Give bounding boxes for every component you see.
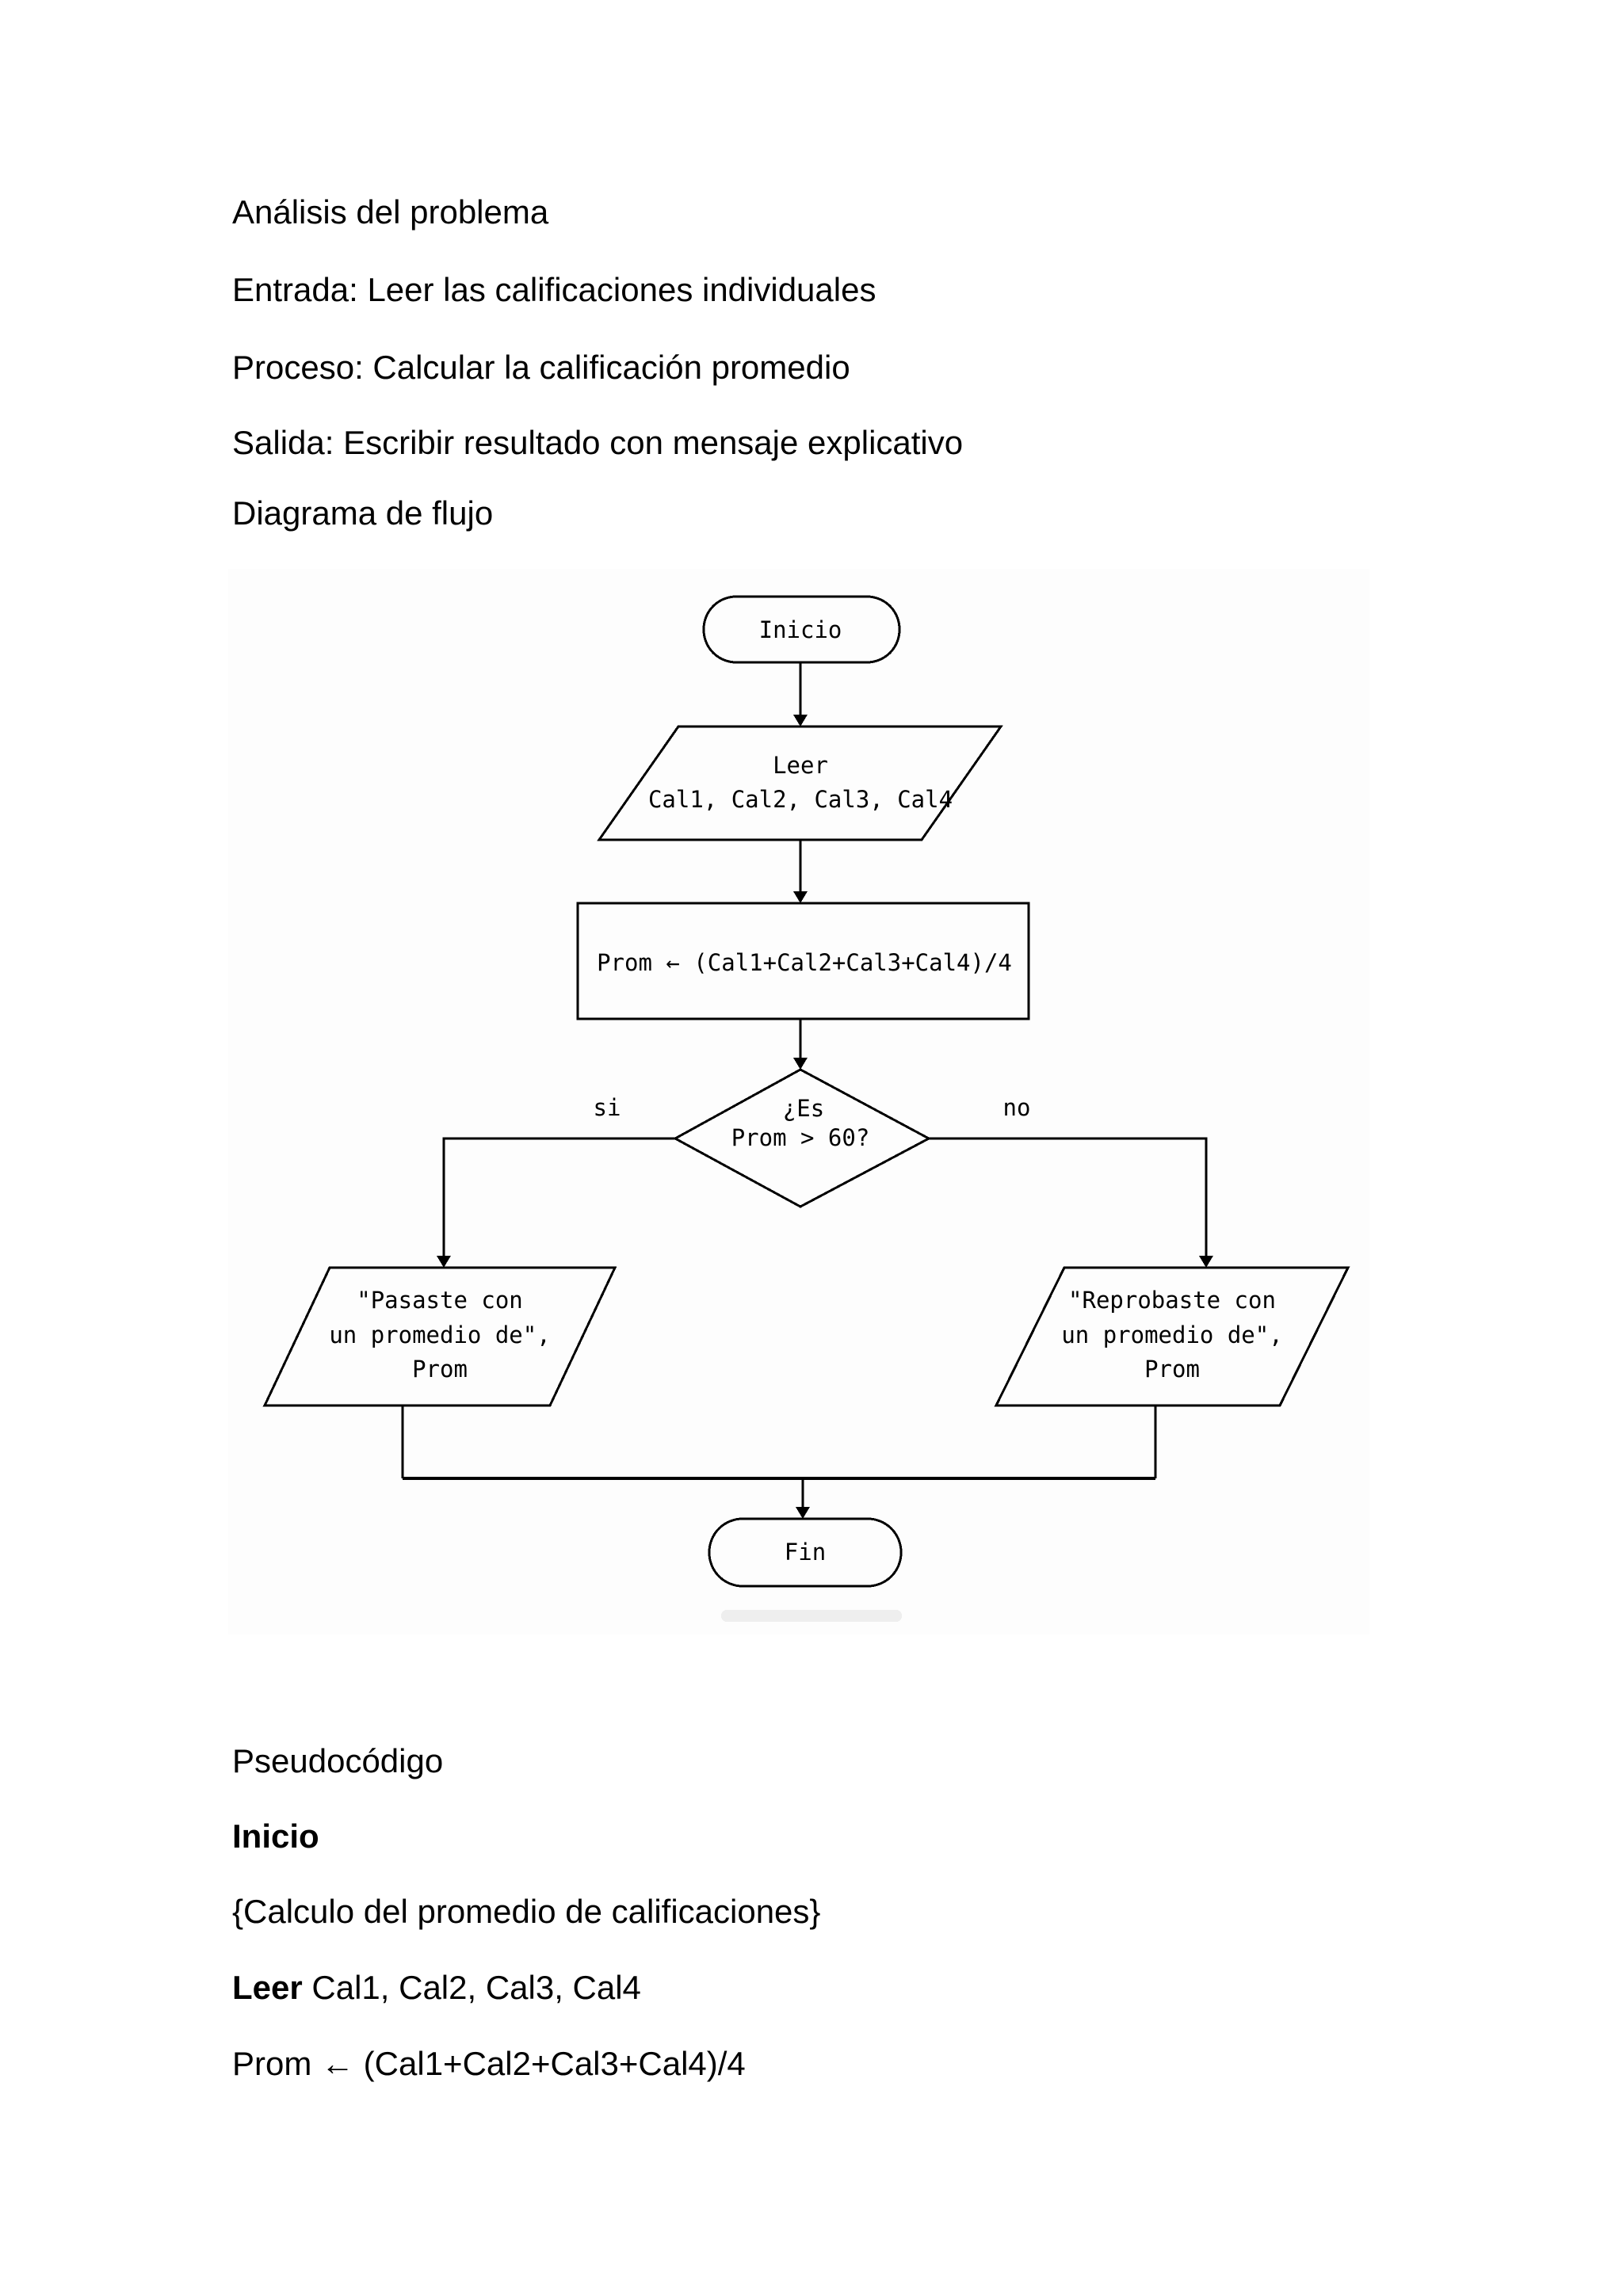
pass-line1: "Pasaste con bbox=[357, 1287, 523, 1314]
arrowhead-start-to-read bbox=[793, 715, 808, 727]
arrowhead-yes-branch bbox=[437, 1256, 451, 1268]
fail-line1: "Reprobaste con bbox=[1068, 1287, 1276, 1314]
start-terminator bbox=[702, 595, 901, 664]
pass-line2: un promedio de", bbox=[329, 1322, 550, 1348]
branch-no-label: no bbox=[1003, 1094, 1031, 1121]
decision-line2: Prom > 60? bbox=[731, 1124, 870, 1151]
arrowhead-no-branch bbox=[1199, 1256, 1213, 1268]
connector-no-branch bbox=[929, 1137, 1208, 1257]
arrowhead-merge-to-end bbox=[796, 1507, 810, 1519]
pseudocode-read-args: Cal1, Cal2, Cal3, Cal4 bbox=[311, 1969, 641, 2006]
read-line2: Cal1, Cal2, Cal3, Cal4 bbox=[648, 786, 953, 813]
proceso-line: Proceso: Calcular la calificación promed… bbox=[232, 349, 850, 386]
process-label: Prom ← (Cal1+Cal2+Cal3+Cal4)/4 bbox=[597, 949, 1012, 976]
salida-line: Salida: Escribir resultado con mensaje e… bbox=[232, 424, 964, 461]
output-pass-parallelogram bbox=[262, 1266, 617, 1407]
arrowhead-read-to-process bbox=[793, 891, 808, 903]
flowchart-figure[interactable]: Inicio Leer Cal1, Cal2, Cal3, Cal4 Prom … bbox=[228, 569, 1369, 1634]
read-line1: Leer bbox=[773, 752, 828, 779]
pseudocode-comment: {Calculo del promedio de calificaciones} bbox=[232, 1893, 821, 1930]
fail-line2: un promedio de", bbox=[1061, 1322, 1282, 1348]
end-terminator bbox=[708, 1517, 903, 1588]
pseudocode-read-keyword: Leer bbox=[232, 1969, 303, 2006]
pseudocode-heading: Pseudocódigo bbox=[232, 1742, 444, 1779]
pseudocode-start-keyword: Inicio bbox=[232, 1817, 319, 1855]
decision-line1: ¿Es bbox=[783, 1095, 824, 1122]
process-rectangle bbox=[576, 902, 1030, 1020]
pseudocode-read-line: Leer Cal1, Cal2, Cal3, Cal4 bbox=[232, 1969, 641, 2006]
pass-line3: Prom bbox=[412, 1356, 468, 1383]
diagram-heading: Diagrama de flujo bbox=[232, 494, 494, 532]
cropped-caption-artifact bbox=[721, 1610, 902, 1622]
connector-yes-branch bbox=[442, 1137, 675, 1257]
read-parallelogram bbox=[597, 725, 1003, 841]
start-label: Inicio bbox=[759, 616, 842, 643]
pseudocode-assignment: Prom ← (Cal1+Cal2+Cal3+Cal4)/4 bbox=[232, 2045, 746, 2082]
decision-diamond bbox=[672, 1068, 932, 1208]
branch-yes-label: si bbox=[594, 1094, 621, 1121]
arrowhead-process-to-decision bbox=[793, 1058, 808, 1070]
output-fail-parallelogram bbox=[994, 1266, 1350, 1407]
end-label: Fin bbox=[785, 1539, 826, 1566]
fail-line3: Prom bbox=[1144, 1356, 1200, 1383]
flowchart-diagram: Inicio Leer Cal1, Cal2, Cal3, Cal4 Prom … bbox=[262, 595, 1350, 1622]
entrada-line: Entrada: Leer las calificaciones individ… bbox=[232, 271, 876, 308]
analysis-title: Análisis del problema bbox=[232, 193, 549, 231]
